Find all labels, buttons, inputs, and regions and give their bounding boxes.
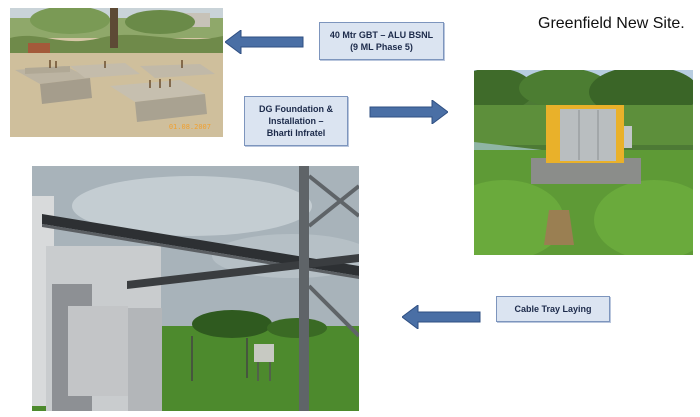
caption-dg: DG Foundation & Installation – Bharti In… xyxy=(244,96,348,146)
caption-gbt-line2: (9 ML Phase 5) xyxy=(350,42,413,52)
caption-cable-tray: Cable Tray Laying xyxy=(496,296,610,322)
caption-gbt: 40 Mtr GBT – ALU BSNL (9 ML Phase 5) xyxy=(319,22,444,60)
photo-cable-tray xyxy=(32,166,359,411)
caption-dg-line3: Bharti Infratel xyxy=(266,128,326,138)
arrow-left-icon xyxy=(402,305,481,329)
photo-dg-installation xyxy=(474,70,693,255)
caption-dg-line1: DG Foundation & xyxy=(259,104,333,114)
photo-gbt-foundation: 01.08.2007 xyxy=(10,8,223,137)
photo-date-stamp: 01.08.2007 xyxy=(168,123,211,131)
caption-cable-line1: Cable Tray Laying xyxy=(514,304,592,314)
arrow-left-icon xyxy=(225,30,304,54)
arrow-right-icon xyxy=(369,100,448,124)
caption-gbt-line1: 40 Mtr GBT – ALU BSNL xyxy=(329,30,434,40)
caption-dg-line2: Installation – xyxy=(268,116,324,126)
slide-title: Greenfield New Site. xyxy=(538,15,685,32)
